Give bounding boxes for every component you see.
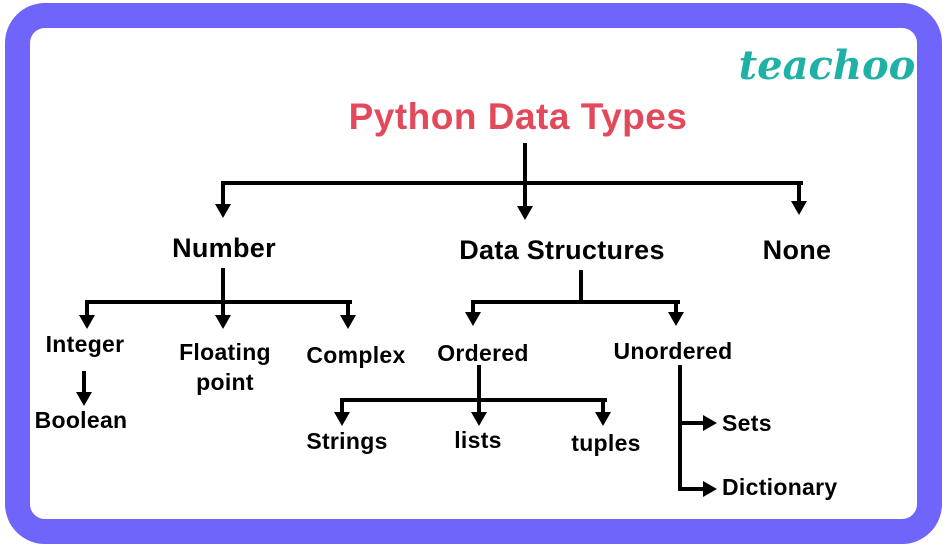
node-number: Number (172, 233, 276, 263)
connector-data-structures-bar (471, 300, 680, 304)
connector-number-bar (85, 300, 352, 304)
node-data-structures: Data Structures (459, 235, 665, 265)
node-floating-point: Floating point (179, 339, 271, 395)
node-ordered: Ordered (437, 340, 529, 366)
node-sets: Sets (722, 410, 772, 436)
node-tuples: tuples (571, 430, 641, 456)
connector-root-stem (523, 143, 527, 207)
connector-to-strings (340, 398, 344, 413)
connector-to-integer (85, 300, 89, 316)
connector-to-number (221, 181, 225, 205)
arrowhead-to-data-structures (517, 206, 533, 220)
arrowhead-to-complex (340, 315, 356, 329)
border-frame (5, 3, 942, 544)
connector-root-bar (221, 181, 803, 185)
arrowhead-to-boolean (76, 392, 92, 406)
connector-unordered-stem (678, 365, 682, 491)
node-unordered: Unordered (613, 338, 733, 364)
connector-ordered-stem (477, 365, 481, 400)
connector-to-tuples (601, 398, 605, 413)
arrowhead-to-integer (79, 315, 95, 329)
arrowhead-to-dictionary (703, 481, 717, 497)
connector-ordered-bar (340, 398, 607, 402)
connector-to-lists (477, 398, 481, 413)
connector-to-unordered (674, 300, 678, 313)
node-complex: Complex (306, 342, 406, 368)
node-none: None (762, 235, 832, 265)
connector-to-none (797, 181, 801, 202)
connector-to-dictionary (678, 487, 703, 491)
arrowhead-to-number (215, 204, 231, 218)
node-boolean: Boolean (34, 407, 128, 433)
connector-to-complex (346, 300, 350, 316)
connector-to-sets (678, 421, 703, 425)
arrowhead-to-tuples (595, 412, 611, 426)
arrowhead-to-sets (703, 415, 717, 431)
connector-number-stem (221, 268, 225, 316)
node-lists: lists (454, 427, 502, 453)
node-dictionary: Dictionary (722, 474, 838, 500)
node-integer: Integer (45, 331, 125, 357)
arrowhead-to-ordered (465, 312, 481, 326)
connector-integer-boolean (82, 371, 86, 393)
arrowhead-to-floating-point (215, 315, 231, 329)
diagram-title: Python Data Types (348, 96, 688, 137)
arrowhead-to-strings (334, 412, 350, 426)
arrowhead-to-unordered (668, 312, 684, 326)
connector-to-ordered (471, 300, 475, 313)
arrowhead-to-lists (471, 412, 487, 426)
node-strings: Strings (306, 428, 388, 454)
connector-data-structures-stem (579, 270, 583, 302)
arrowhead-to-none (791, 201, 807, 215)
teachoo-logo: teachoo (738, 42, 916, 89)
